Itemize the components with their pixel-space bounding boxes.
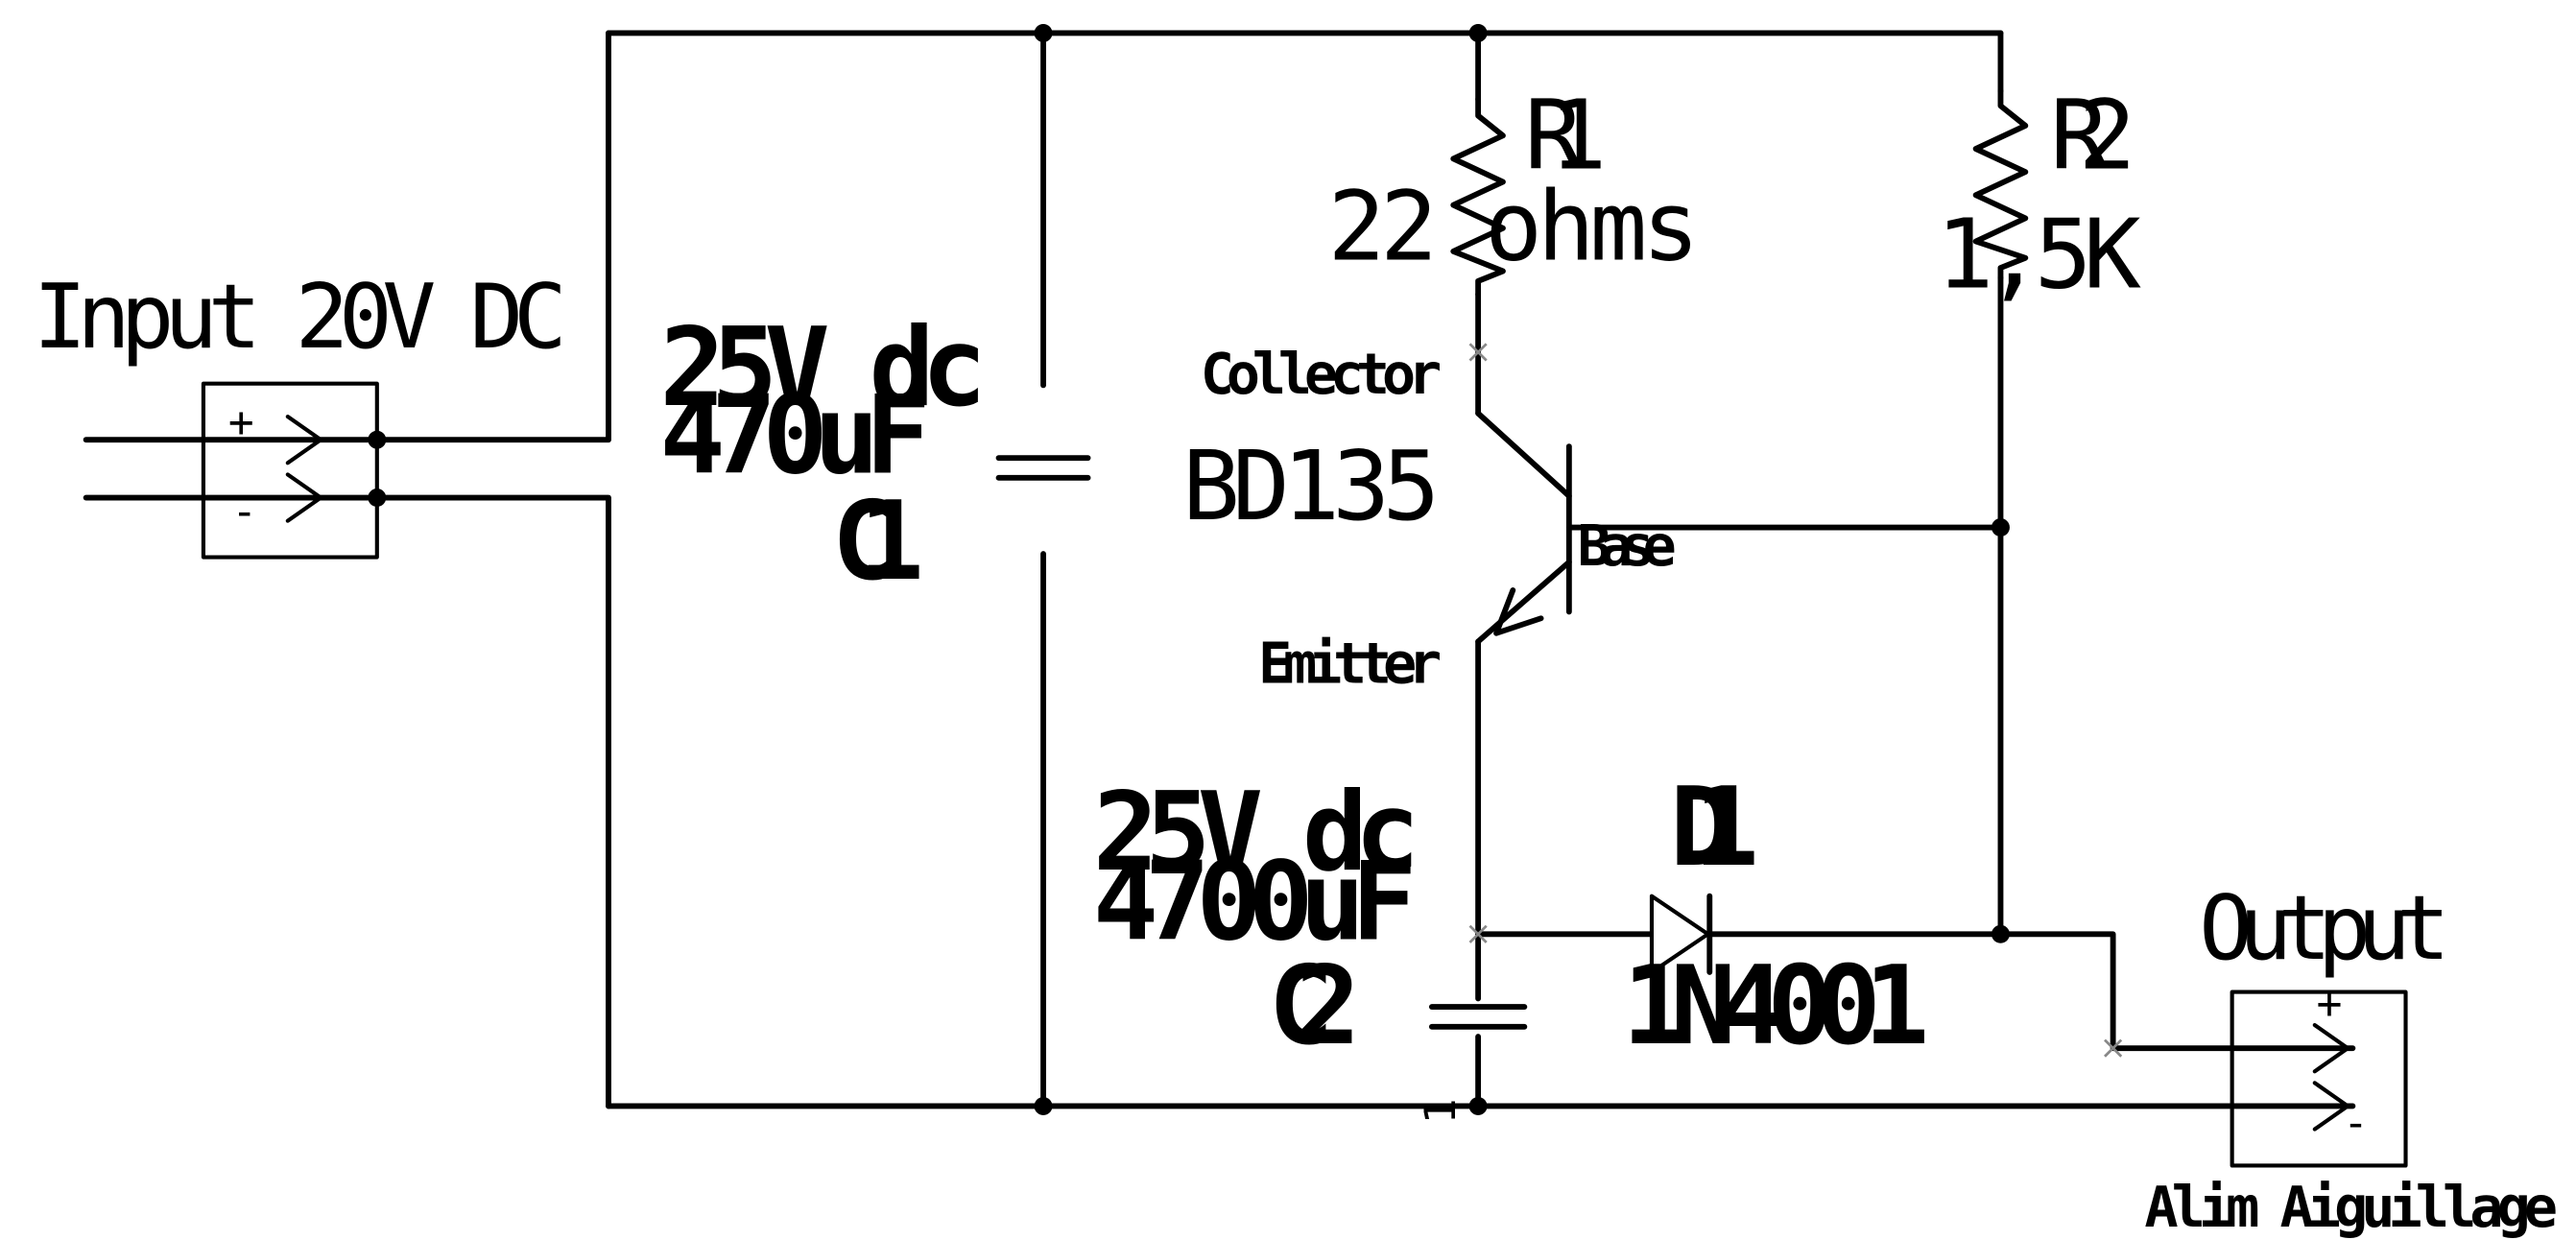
c1-voltage-label: 25V dc (659, 303, 996, 431)
junction-dot (1468, 1096, 1488, 1115)
c1-value-label: 470uF (659, 371, 941, 499)
emitter-arrow-icon (1493, 587, 1544, 636)
pin-mark (1468, 924, 1488, 943)
junction-dot (1468, 23, 1488, 42)
capacitor-c1 (995, 455, 1091, 481)
labels: Input 20V DC 25V dc 470uF C1 R1 22 ohms … (33, 80, 2567, 1240)
junction-dot (368, 489, 387, 507)
r2-value-label: 1,5K (1936, 199, 2158, 311)
output-plus-arrow-icon (2312, 1022, 2350, 1074)
input-plus-sign: + (228, 396, 254, 447)
collector-label: Collector (1201, 342, 1452, 407)
pin-mark (2104, 1038, 2123, 1058)
output-label: Output (2199, 876, 2467, 980)
output-connector: + - (2230, 978, 2408, 1168)
output-minus-sign: - (2343, 1097, 2369, 1148)
base-label: Base (1577, 513, 1686, 579)
pin-number-label: 1 (1415, 1098, 1466, 1124)
transistor-q1 (1475, 410, 1572, 645)
junction-dot (1991, 518, 2010, 537)
r1-value-label: 22 ohms (1327, 170, 1716, 282)
wires (373, 30, 2356, 1109)
c2-value-label: 4700uF (1093, 837, 1427, 965)
input-label: Input 20V DC (33, 265, 584, 369)
resistor-r2 (1972, 87, 2029, 281)
c1-name-label: C1 (832, 477, 935, 605)
input-minus-arrow-icon (285, 472, 323, 523)
input-plus-wire (373, 30, 611, 443)
junction-dot (368, 430, 387, 449)
junction-dot (1034, 23, 1053, 42)
diode-d1 (1649, 893, 1713, 975)
input-connector: + - (83, 381, 380, 560)
resistor-r1 (1450, 96, 1506, 298)
transistor-part-label: BD135 (1182, 430, 1457, 542)
input-minus-sign: - (231, 486, 257, 537)
junction-dot (1034, 1096, 1053, 1115)
junctions (368, 23, 2010, 1115)
d1-part-label: 1N4001 (1622, 942, 1940, 1069)
capacitor-c2 (1428, 1004, 1528, 1030)
output-minus-arrow-icon (2312, 1081, 2350, 1132)
transistor-emitter (1475, 559, 1572, 645)
d1-name-label: D1 (1670, 763, 1769, 891)
output-name-label: Alim Aiguillage (2144, 1175, 2567, 1240)
transistor-collector (1475, 410, 1572, 499)
input-plus-arrow-icon (285, 415, 323, 465)
pin-mark (1468, 343, 1488, 362)
r1-name-label: R1 (1524, 80, 1623, 192)
junction-dot (1991, 924, 2010, 943)
output-plus-sign: + (2316, 978, 2342, 1029)
c2-voltage-label: 25V dc (1093, 768, 1430, 895)
emitter-label: Emitter (1258, 631, 1452, 696)
c2-name-label: C2 (1268, 942, 1371, 1069)
r2-name-label: R2 (2050, 80, 2153, 192)
pin-marks (1468, 343, 2123, 1058)
input-minus-wire (373, 494, 611, 1109)
